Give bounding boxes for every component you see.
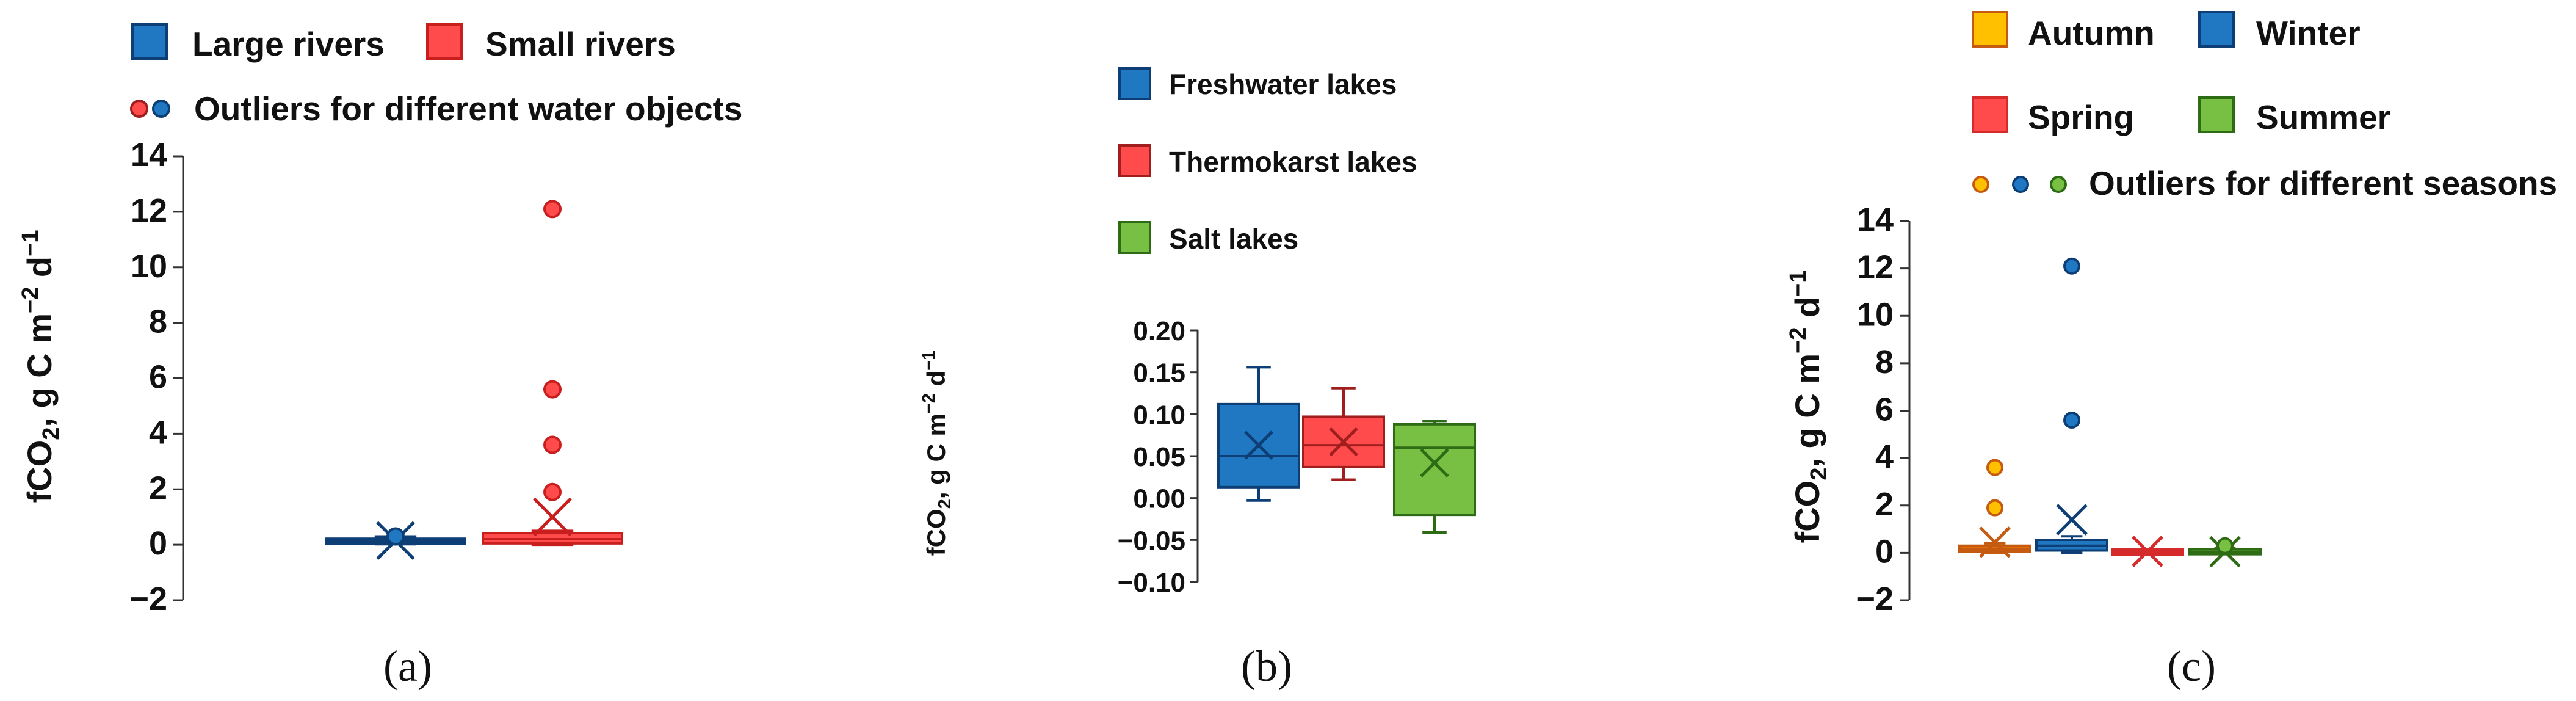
y-tick-label: 14: [131, 137, 167, 173]
legend-outlier-marker-blue: [152, 100, 170, 118]
mean-marker: [1244, 430, 1273, 460]
caption-b: (b): [1241, 642, 1292, 691]
mean-marker: [1979, 526, 2011, 558]
y-tick-label: −0.05: [1118, 526, 1185, 556]
legend-outlier-marker-green: [2050, 176, 2067, 193]
legend-swatch-autumn: [1972, 11, 2008, 48]
legend-swatch-thermokarst-lakes: [1118, 144, 1151, 177]
mean-marker: [533, 497, 572, 537]
y-axis-c: −2 0 2 4 6 8 10 12 14: [1856, 202, 1911, 617]
legend-swatch-freshwater-lakes: [1118, 67, 1151, 100]
y-axis-label-b: fCO2, g C m−2 d−1: [919, 350, 955, 556]
y-tick-label: 14: [1857, 202, 1894, 238]
boxes-a: [325, 200, 623, 561]
y-tick-label: 0.00: [1133, 484, 1185, 514]
y-tick-label: 2: [149, 470, 167, 506]
y-tick-label: 10: [131, 248, 167, 285]
y-tick-label: 12: [131, 192, 167, 229]
outlier-point: [2216, 537, 2234, 554]
mean-marker: [1420, 448, 1449, 478]
y-axis-a: −2 0 2 4 6 8 10 12 14: [129, 137, 184, 617]
mean-marker: [1329, 427, 1358, 457]
legend-outlier-marker-orange: [1972, 176, 1989, 193]
y-tick-label: 8: [1875, 344, 1894, 380]
boxes-c: [1958, 257, 2262, 568]
legend-swatch-salt-lakes: [1118, 221, 1151, 254]
legend-label-small-rivers: Small rivers: [485, 25, 676, 63]
y-axis-b: −0.10 −0.05 0.00 0.05 0.10 0.15 0.20: [1118, 316, 1199, 598]
y-tick-label: 0.20: [1133, 316, 1185, 346]
y-tick-label: 0.10: [1133, 400, 1185, 430]
y-tick-label: 8: [149, 303, 167, 340]
y-tick-label: 10: [1857, 296, 1894, 333]
y-tick-label: 4: [149, 414, 167, 451]
mean-marker: [2056, 504, 2088, 536]
box: [1393, 423, 1476, 517]
legend-swatch-summer: [2198, 96, 2235, 133]
y-axis-label-c: fCO2, g C m−2 d−1: [1785, 271, 1832, 543]
outlier-point: [2063, 257, 2080, 275]
panel-a: Large rivers Small rivers Outliers for d…: [18, 23, 743, 691]
caption-a: (a): [383, 642, 432, 691]
outlier-point: [543, 200, 562, 219]
y-tick-label: −2: [1856, 581, 1894, 617]
panel-b: Freshwater lakes Thermokarst lakes Salt …: [919, 67, 1476, 691]
y-tick-label: 0: [149, 525, 167, 562]
panel-c: Autumn Winter Spring Summer Outliers for…: [1785, 11, 2557, 691]
legend-label-outliers-seasons: Outliers for different seasons: [2089, 164, 2557, 202]
mean-marker: [2132, 536, 2163, 567]
y-tick-label: 6: [1875, 391, 1894, 428]
y-tick-label: 0.05: [1133, 442, 1185, 472]
outlier-point: [1986, 459, 2003, 476]
legend-label-thermokarst-lakes: Thermokarst lakes: [1169, 146, 1417, 178]
y-tick-label: 6: [149, 359, 167, 396]
y-tick-label: 2: [1875, 486, 1894, 523]
y-tick-label: 0: [1875, 533, 1894, 570]
y-tick-label: 4: [1875, 438, 1894, 475]
outlier-point: [543, 482, 562, 501]
y-tick-label: −2: [129, 581, 167, 617]
y-tick-label: −0.10: [1118, 568, 1185, 598]
legend-swatch-spring: [1972, 96, 2008, 133]
legend-label-autumn: Autumn: [2028, 14, 2155, 52]
legend-outlier-marker-blue: [2012, 176, 2029, 193]
legend-swatch-winter: [2198, 11, 2235, 48]
legend-swatch-large-rivers: [131, 23, 168, 60]
legend-label-spring: Spring: [2028, 98, 2134, 136]
outlier-point: [2063, 412, 2080, 429]
outlier-point: [1986, 499, 2003, 517]
outlier-point: [543, 380, 562, 399]
y-axis-label-a: fCO2, g C m−2 d−1: [18, 230, 64, 503]
y-tick-label: 12: [1857, 249, 1894, 286]
legend-label-summer: Summer: [2256, 98, 2390, 136]
legend-outlier-marker-red: [130, 100, 148, 118]
legend-swatch-small-rivers: [426, 23, 463, 60]
legend-label-freshwater-lakes: Freshwater lakes: [1169, 68, 1397, 100]
outlier-point: [543, 435, 562, 454]
legend-label-large-rivers: Large rivers: [192, 25, 385, 63]
legend-label-outliers: Outliers for different water objects: [194, 90, 743, 128]
boxes-b: [1217, 366, 1476, 534]
caption-c: (c): [2167, 642, 2216, 691]
y-tick-label: 0.15: [1133, 358, 1185, 388]
legend-label-salt-lakes: Salt lakes: [1169, 223, 1298, 255]
legend-label-winter: Winter: [2256, 14, 2361, 52]
outlier-point: [386, 527, 405, 546]
